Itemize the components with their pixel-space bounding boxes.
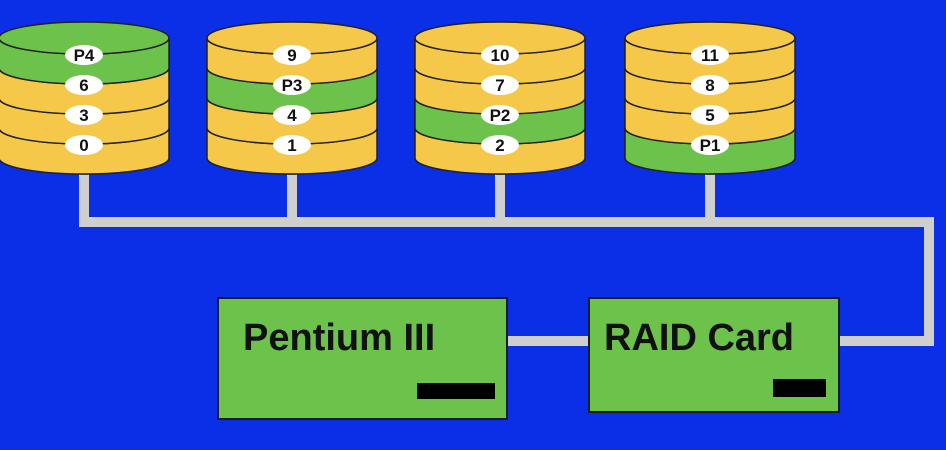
- block-label: P1: [700, 136, 721, 155]
- block-label: 2: [495, 136, 504, 155]
- disk-2: 9P3 4 1: [206, 21, 378, 175]
- block-label-pill: [273, 135, 311, 155]
- raid-card-slot: [773, 379, 826, 397]
- block-label-pill: [691, 105, 729, 125]
- block-label: 10: [491, 46, 510, 65]
- block-label: 11: [701, 46, 719, 65]
- block-label-pill: [65, 105, 103, 125]
- raid-card-label: RAID Card: [604, 317, 795, 359]
- block-label: 8: [705, 76, 714, 95]
- block-label-pill: [481, 135, 519, 155]
- block-label-pill: [481, 45, 519, 65]
- block-label-pill: [691, 45, 729, 65]
- block-label-pill: [481, 75, 519, 95]
- disk-1: P4 6 3 0: [0, 21, 170, 175]
- block-label-pill: [65, 45, 103, 65]
- cpu-slot: [417, 383, 495, 399]
- disk-3: 10 7P2 2: [414, 21, 586, 175]
- block-label: 6: [79, 76, 88, 95]
- block-label-pill: [691, 135, 729, 155]
- block-label-pill: [65, 135, 103, 155]
- disk-4: 11 8 5P1: [624, 21, 796, 175]
- block-label-pill: [65, 75, 103, 95]
- cpu-box: Pentium III: [217, 297, 508, 420]
- block-label-pill: [481, 105, 519, 125]
- block-label: 0: [79, 136, 88, 155]
- block-label: 3: [79, 106, 88, 125]
- block-label: 5: [705, 106, 714, 125]
- block-label-pill: [691, 75, 729, 95]
- block-label: P2: [490, 106, 511, 125]
- bus-cable: [79, 217, 934, 346]
- block-label: 4: [287, 106, 297, 125]
- block-label-pill: [273, 45, 311, 65]
- block-label: P3: [282, 76, 303, 95]
- block-label-pill: [273, 75, 311, 95]
- block-label: 1: [287, 136, 296, 155]
- block-label: 7: [495, 76, 504, 95]
- raid-card-box: RAID Card: [588, 297, 840, 413]
- block-label: P4: [74, 46, 95, 65]
- block-label: 9: [287, 46, 296, 65]
- block-label-pill: [273, 105, 311, 125]
- cpu-label: Pentium III: [243, 317, 436, 359]
